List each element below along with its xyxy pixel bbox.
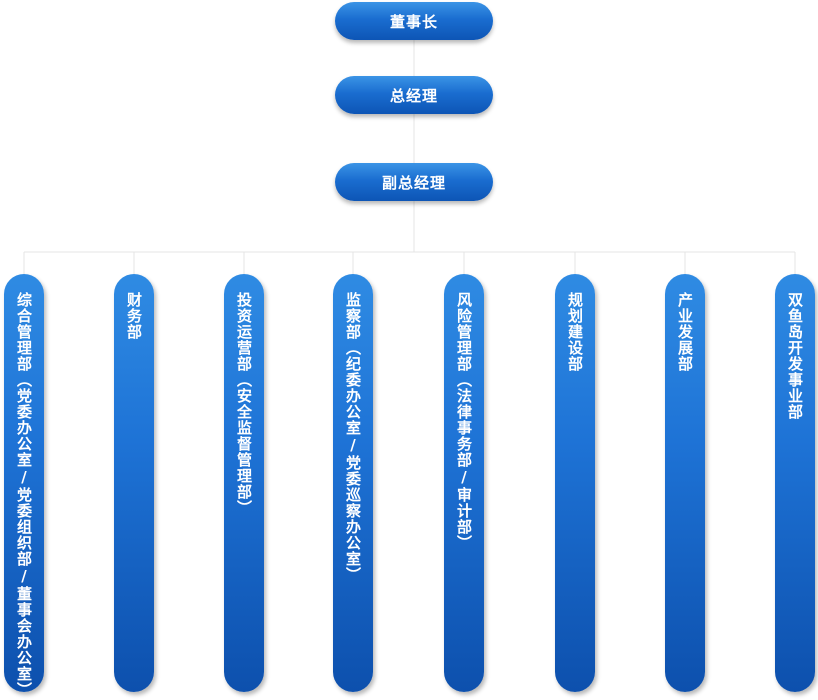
- dept-label: 财务部: [125, 292, 143, 340]
- node-chairman: 董事长: [335, 2, 493, 40]
- node-dept-investment-operations: 投资运营部（安全监督管理部）: [224, 274, 264, 692]
- dept-label: 双鱼岛开发事业部: [786, 292, 804, 420]
- node-dept-finance: 财务部: [114, 274, 154, 692]
- node-deputy-general-manager: 副总经理: [335, 163, 493, 201]
- node-dept-industry-development: 产业发展部: [665, 274, 705, 692]
- dept-label: 产业发展部: [676, 292, 694, 372]
- node-dept-risk-management: 风险管理部（法律事务部/审计部）: [444, 274, 484, 692]
- dept-label: 风险管理部（法律事务部/审计部）: [455, 292, 473, 551]
- node-dept-supervision: 监察部（纪委办公室/党委巡察办公室）: [333, 274, 373, 692]
- dept-label: 综合管理部（党委办公室/党委组织部/董事会办公室）: [15, 292, 33, 698]
- dept-label: 监察部（纪委办公室/党委巡察办公室）: [344, 292, 362, 583]
- node-general-manager: 总经理: [335, 76, 493, 114]
- node-dept-general-management: 综合管理部（党委办公室/党委组织部/董事会办公室）: [4, 274, 44, 698]
- dept-label: 投资运营部（安全监督管理部）: [235, 292, 253, 516]
- node-dept-planning-construction: 规划建设部: [555, 274, 595, 692]
- dept-label: 规划建设部: [566, 292, 584, 372]
- node-dept-shuangyu-island: 双鱼岛开发事业部: [775, 274, 815, 692]
